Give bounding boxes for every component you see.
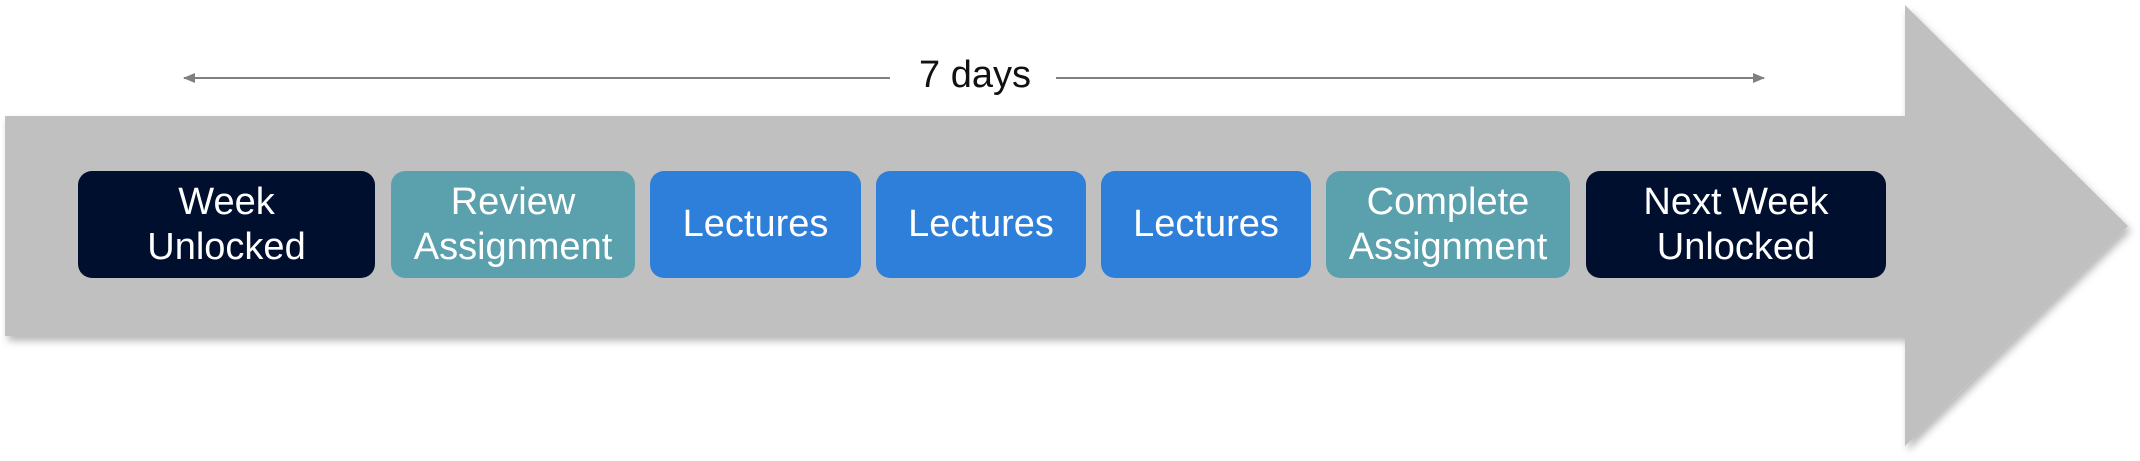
step-lectures-3: Lectures: [1101, 171, 1311, 278]
step-review-assignment: Review Assignment: [391, 171, 635, 278]
step-complete-assignment: Complete Assignment: [1326, 171, 1570, 278]
step-lectures-1: Lectures: [650, 171, 861, 278]
step-week-unlocked: Week Unlocked: [78, 171, 375, 278]
step-next-week-unlocked: Next Week Unlocked: [1586, 171, 1886, 278]
step-lectures-2: Lectures: [876, 171, 1086, 278]
duration-label: 7 days: [919, 54, 1031, 96]
